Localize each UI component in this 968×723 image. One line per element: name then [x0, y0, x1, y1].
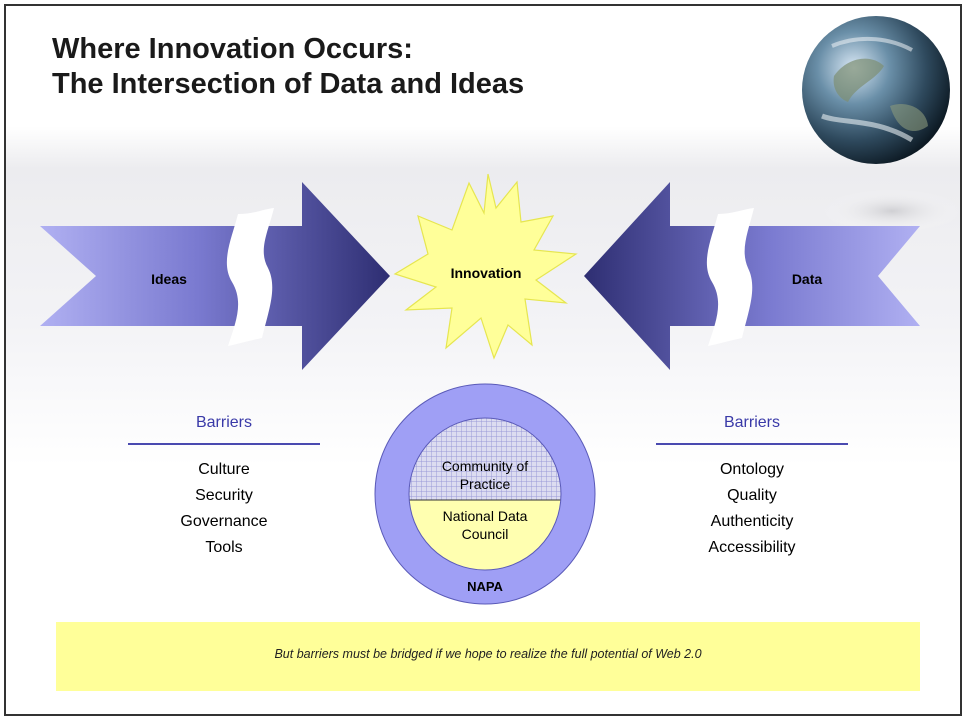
globe-icon [802, 16, 960, 233]
left-barriers-heading: Barriers [195, 414, 252, 431]
banner-text: But barriers must be bridged if we hope … [274, 647, 702, 661]
slide: Where Innovation Occurs: The Intersectio… [4, 4, 962, 716]
left-barriers-list: Culture Security Governance Tools [128, 457, 320, 561]
left-barrier-item: Security [195, 487, 253, 504]
innovation-diagram [40, 16, 960, 605]
title-line-1: Where Innovation Occurs: [52, 33, 413, 65]
innovation-starburst [393, 173, 578, 360]
slide-title: Where Innovation Occurs: The Intersectio… [52, 32, 524, 102]
left-barrier-item: Culture [198, 461, 250, 478]
data-label: Data [791, 271, 823, 287]
right-barriers-divider [656, 443, 848, 445]
napa-label: NAPA [467, 579, 503, 594]
national-data-council-label: National Data Council [442, 508, 528, 542]
right-barrier-item: Quality [727, 487, 777, 504]
left-barrier-item: Governance [180, 513, 268, 530]
left-barrier-item: Tools [205, 539, 243, 556]
community-of-practice-label: Community of Practice [441, 458, 529, 492]
right-barrier-item: Ontology [719, 461, 785, 478]
right-barriers-heading: Barriers [723, 414, 780, 431]
bottom-banner: But barriers must be bridged if we hope … [56, 622, 920, 691]
ideas-label: Ideas [151, 271, 187, 287]
right-barrier-item: Authenticity [710, 513, 794, 530]
innovation-label: Innovation [450, 265, 522, 281]
title-line-2: The Intersection of Data and Ideas [52, 68, 525, 100]
napa-circle [374, 383, 596, 605]
right-barrier-item: Accessibility [708, 539, 796, 556]
ideas-arrow [40, 182, 390, 370]
right-barriers-list: Ontology Quality Authenticity Accessibil… [656, 457, 848, 561]
data-arrow [584, 182, 920, 370]
left-barriers-divider [128, 443, 320, 445]
